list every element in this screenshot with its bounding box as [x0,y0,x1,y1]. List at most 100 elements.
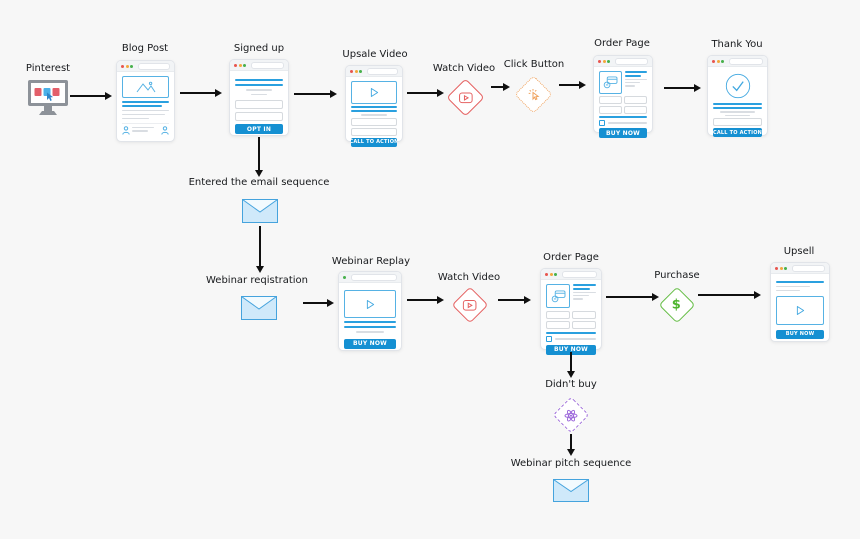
window-dot-orange [602,59,606,63]
url-bar [728,57,763,65]
arrow-watchvideo-clickbutton [491,83,510,91]
arrow-signedup-emailsequence [255,137,263,177]
window-dot-green [554,272,557,276]
node-thank-you[interactable]: CALL TO ACTION [707,55,768,137]
form-field[interactable] [351,127,397,136]
opt-in-button[interactable]: OPT IN [235,124,283,134]
play-icon [796,305,804,315]
node-entered-email-sequence[interactable] [240,199,280,227]
url-bar [561,270,597,278]
window-dot-green [784,266,787,270]
divider-line [599,116,647,118]
text-line [554,338,596,340]
browser-titlebar [708,56,767,67]
form-field[interactable] [624,96,647,104]
buy-now-button[interactable]: BUY NOW [546,344,596,355]
window-dot-green [343,275,346,279]
browser-titlebar [117,61,174,72]
browser-content: BUY NOW [594,67,652,142]
node-label-purchase: Purchase [654,270,700,281]
text-line [122,100,169,103]
text-line [361,114,387,116]
node-watch-video-1[interactable] [446,78,485,117]
browser-titlebar [771,263,829,274]
node-webinar-registration[interactable] [239,296,279,324]
url-bar [350,273,397,281]
window-dot-orange [354,69,358,73]
form-field[interactable] [546,310,570,319]
node-purchase[interactable]: $ [658,286,696,324]
node-order-page-2[interactable]: BUY NOW [540,268,602,355]
window-dot-orange [716,59,720,63]
arrow-blogpost-signedup [180,89,222,97]
text-line [132,130,148,132]
text-line [624,78,647,81]
buy-now-button[interactable]: BUY NOW [599,128,647,138]
click-icon [528,89,540,101]
text-line [776,285,810,287]
arrow-didntbuy-pitchsequence [567,434,575,456]
node-click-button[interactable] [514,75,553,114]
node-blog-post[interactable] [116,60,175,142]
form-field[interactable] [599,96,622,104]
window-dot-green [359,69,362,73]
window-dot-red [545,272,548,276]
node-label-webinar-registration: Webinar reqistration [205,275,309,286]
form-field[interactable] [546,321,570,329]
text-line [572,298,584,300]
window-dot-orange [238,63,242,67]
call-to-action-button[interactable]: CALL TO ACTION [713,128,762,137]
checkbox[interactable] [546,336,552,342]
url-bar [250,61,284,69]
node-order-page-1[interactable]: BUY NOW [593,55,653,138]
play-icon [370,87,378,97]
node-label-click-button: Click Button [503,59,565,70]
form-field[interactable] [351,117,397,126]
window-dot-green [607,59,610,63]
hero-image-placeholder [122,76,169,98]
form-field[interactable] [713,118,762,126]
browser-content: CALL TO ACTION [346,77,402,151]
window-dot-red [234,63,237,67]
node-label-webinar-replay: Webinar Replay [331,256,411,267]
node-label-pinterest: Pinterest [25,63,71,74]
node-upsell[interactable]: BUY NOW [770,262,830,342]
atom-icon [564,409,578,421]
browser-content: BUY NOW [339,283,401,353]
video-player[interactable] [776,295,824,325]
buy-now-button[interactable]: BUY NOW [344,338,396,349]
node-watch-video-2[interactable] [451,286,489,324]
node-webinar-replay[interactable]: BUY NOW [338,271,402,351]
product-image [546,284,570,308]
checkbox[interactable] [599,120,605,126]
browser-titlebar [346,66,402,77]
browser-content: CALL TO ACTION [708,67,767,141]
text-line [122,109,169,111]
node-upsale-video[interactable]: CALL TO ACTION [345,65,403,147]
form-field[interactable] [235,100,283,109]
node-label-entered-email-sequence: Entered the email sequence [188,177,330,188]
check-circle-icon [725,73,750,99]
form-field[interactable] [599,106,622,114]
node-webinar-pitch-sequence[interactable] [551,479,591,506]
form-field[interactable] [572,310,596,319]
node-pinterest[interactable] [27,79,69,122]
person-icon [161,125,169,135]
call-to-action-button[interactable]: CALL TO ACTION [351,137,397,147]
form-field[interactable] [235,112,283,121]
arrow-clickbutton-orderpage [559,81,586,89]
node-didnt-buy[interactable] [552,396,590,434]
video-player[interactable] [351,81,397,104]
video-player[interactable] [344,290,396,318]
window-dot-orange [779,266,783,270]
buy-now-button[interactable]: BUY NOW [776,329,824,339]
window-dot-green [130,64,133,68]
window-dot-red [121,64,124,68]
play-icon [458,92,473,103]
node-label-blog-post: Blog Post [121,43,169,54]
divider-line [546,331,596,334]
form-field[interactable] [572,321,596,329]
form-field[interactable] [624,106,647,114]
arrow-pinterest-blogpost [70,92,112,100]
node-signed-up[interactable]: OPT IN [229,59,289,136]
